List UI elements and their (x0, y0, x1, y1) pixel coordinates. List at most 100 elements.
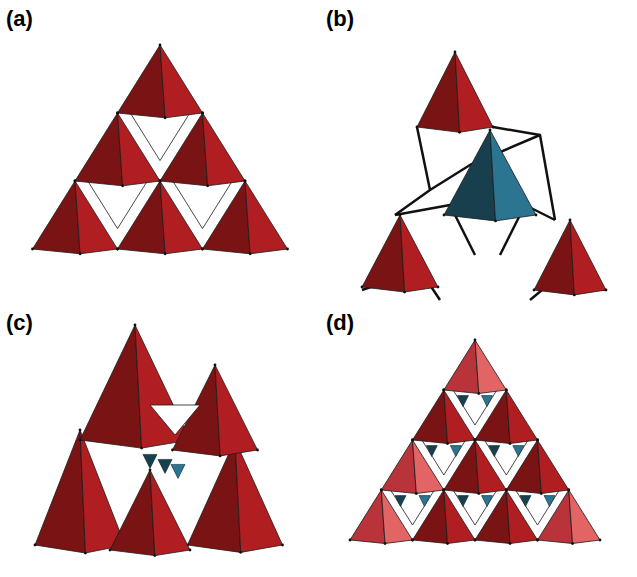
vertex-dot (489, 129, 492, 132)
tetrahedron-face (215, 365, 258, 456)
tetrahedron-face (118, 181, 166, 254)
blue-spike (482, 496, 493, 507)
tetrahedron-face (475, 440, 506, 494)
link-line (395, 127, 430, 215)
vertex-dot (474, 439, 477, 442)
tetrahedron-face (444, 130, 496, 221)
tetrahedron-face (538, 440, 569, 494)
vertex-dot (569, 219, 572, 222)
vertex-dot (536, 539, 539, 542)
vertex-dot (477, 492, 480, 495)
tetrahedron-face (538, 490, 573, 544)
vertex-dot (149, 469, 152, 472)
vertex-dot (281, 544, 284, 547)
vertex-dot (505, 389, 508, 392)
vertex-dot (189, 549, 192, 552)
vertex-dot (380, 489, 383, 492)
vertex-dot (244, 180, 247, 183)
vertex-dot (415, 492, 418, 495)
vertex-dot (249, 252, 252, 255)
vertex-dot (411, 439, 414, 442)
vertex-dot (567, 489, 570, 492)
tetrahedron-face (33, 181, 81, 254)
vertex-dot (605, 289, 608, 292)
vertex-dot (442, 389, 445, 392)
vertex-dot (116, 112, 119, 115)
vertex-dot (116, 112, 119, 115)
blue-spike (544, 496, 555, 507)
vertex-dot (201, 248, 204, 251)
vertex-dot (533, 289, 536, 292)
tetrahedron-face (245, 181, 288, 254)
vertex-dot (535, 214, 538, 217)
vertex-dot (256, 449, 259, 452)
blue-spike (513, 446, 524, 457)
vertex-dot (573, 294, 576, 297)
tetrahedron-face (444, 490, 475, 544)
vertex-dot (219, 455, 222, 458)
tetrahedron-face (75, 181, 118, 254)
vertex-dot (171, 449, 174, 452)
vertex-dot (239, 551, 242, 554)
tetrahedron-face (417, 52, 460, 132)
vertex-dot (34, 544, 37, 547)
tetrahedron-face (135, 325, 190, 448)
vertex-dot (84, 552, 87, 555)
panel-label: (b) (326, 8, 354, 30)
vertex-dot (446, 442, 449, 445)
vertex-dot (474, 339, 477, 342)
blue-spike (171, 464, 185, 478)
vertex-dot (443, 214, 446, 217)
vertex-dot (599, 539, 602, 542)
vertex-dot (159, 44, 162, 47)
vertex-dot (201, 248, 204, 251)
vertex-dot (567, 489, 570, 492)
tetrahedron-face (570, 220, 606, 295)
vertex-dot (140, 447, 143, 450)
blue-spike (450, 446, 461, 457)
blue-spike (143, 454, 157, 468)
tetrahedron-face (444, 390, 475, 444)
vertex-dot (474, 439, 477, 442)
vertex-dot (442, 489, 445, 492)
tetrahedron-face (444, 340, 479, 394)
vertex-dot (79, 252, 82, 255)
vertex-dot (505, 389, 508, 392)
vertex-dot (74, 180, 77, 183)
vertex-dot (509, 542, 512, 545)
tetrahedron-face (203, 113, 246, 186)
tetrahedron-face (534, 220, 574, 295)
tetrahedron-face (475, 340, 506, 394)
vertex-dot (31, 248, 34, 251)
vertex-dot (159, 180, 162, 183)
vertex-dot (349, 539, 352, 542)
vertex-dot (164, 116, 167, 119)
vertex-dot (442, 489, 445, 492)
vertex-dot (399, 214, 402, 217)
tetrahedron-face (413, 390, 448, 444)
vertex-dot (286, 248, 289, 251)
tetrahedron-face (381, 440, 416, 494)
tetrahedron-face (188, 440, 241, 552)
blue-spike (395, 496, 406, 507)
vertex-dot (505, 489, 508, 492)
vertex-dot (416, 126, 419, 129)
blue-spike (419, 496, 430, 507)
vertex-dot (109, 549, 112, 552)
panel-d-figure (349, 339, 602, 545)
tetrahedron-face (400, 215, 438, 292)
tetrahedron-face (160, 113, 208, 186)
blue-spike (426, 446, 437, 457)
tetrahedron-face (381, 490, 412, 544)
vertex-dot (442, 389, 445, 392)
vertex-dot (474, 439, 477, 442)
vertex-dot (437, 286, 440, 289)
tetrahedron-face (506, 390, 537, 444)
vertex-dot (571, 542, 574, 545)
vertex-dot (403, 291, 406, 294)
tetrahedron-face (475, 390, 510, 444)
vertex-dot (79, 429, 82, 432)
vertex-dot (474, 539, 477, 542)
tetrahedron-face (490, 130, 536, 221)
